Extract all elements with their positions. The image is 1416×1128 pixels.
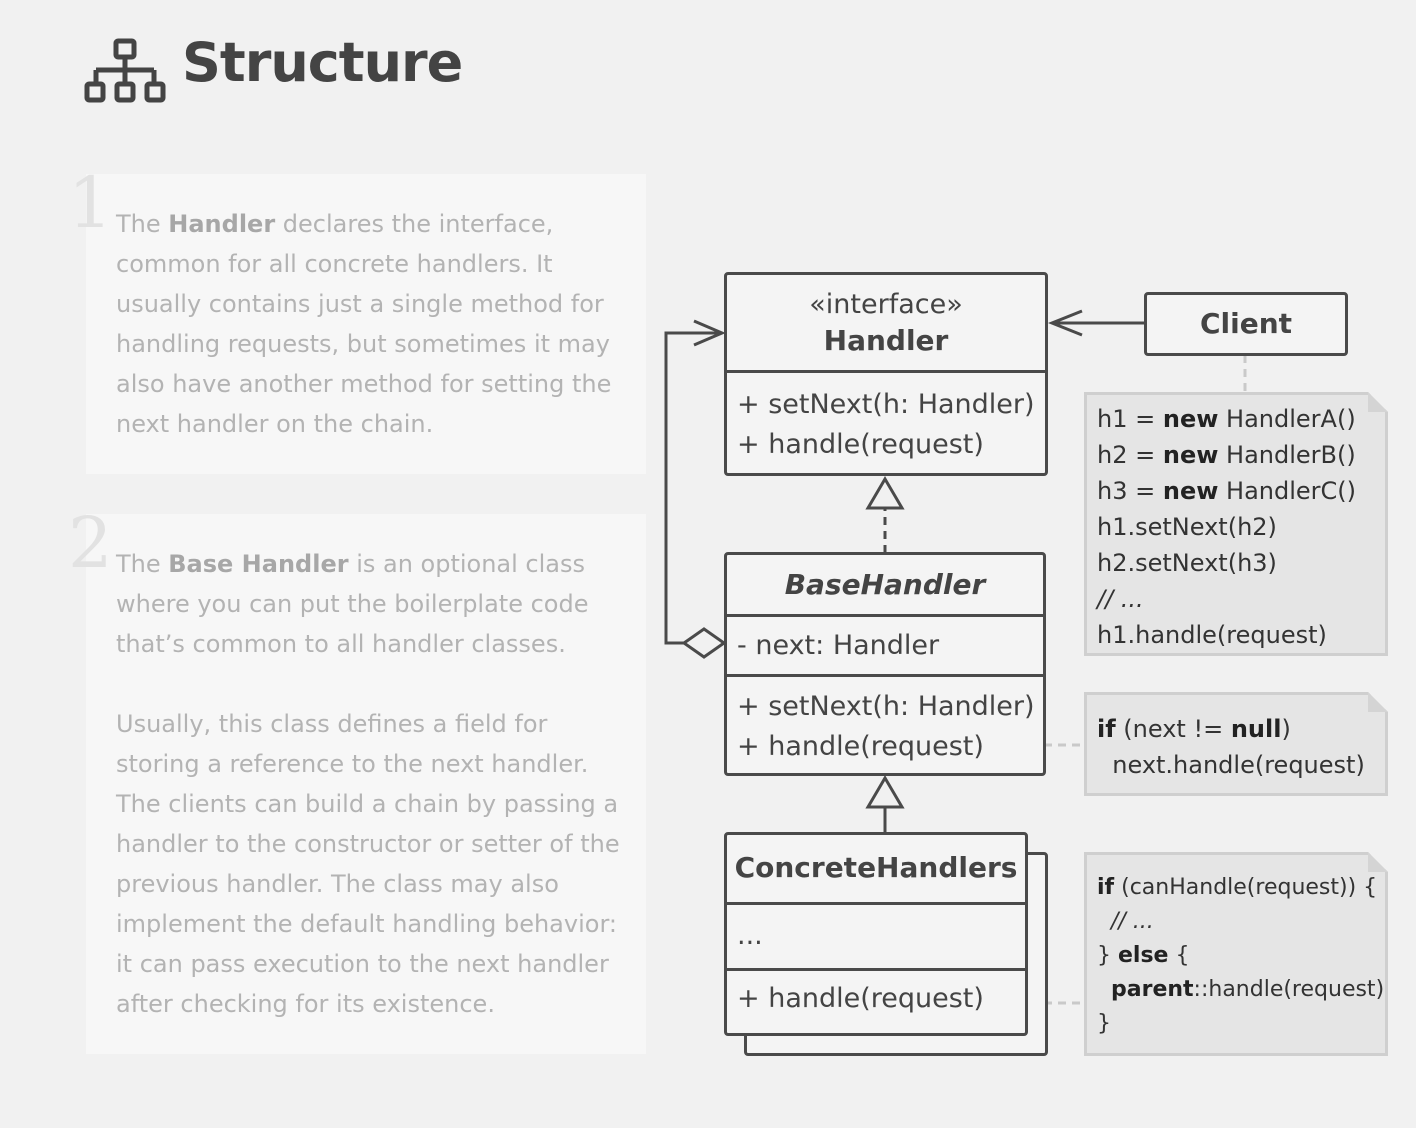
text-run [1097, 977, 1111, 1002]
text-run: h2 = [1097, 441, 1163, 469]
text-run: Handler [168, 210, 276, 238]
client-code-note: h1 = new HandlerA()h2 = new HandlerB()h3… [1084, 392, 1388, 656]
concrete-handlers-box: ConcreteHandlers ... + handle(request) [724, 832, 1028, 1036]
realization-triangle [865, 476, 905, 510]
text-run: ) [1281, 715, 1291, 743]
code-line: // ... [1097, 581, 1385, 617]
aggregation-diamond [681, 627, 727, 659]
class-name: Handler [823, 324, 949, 357]
panel-text: The Base Handler is an optional class wh… [116, 544, 631, 1024]
hierarchy-icon [84, 38, 166, 103]
code-line: h2 = new HandlerB() [1097, 437, 1385, 473]
text-run: The [116, 210, 169, 238]
code-line: if (next != null) [1097, 711, 1385, 747]
text-run: declares the interface, common for all c… [116, 210, 612, 438]
concrete-header: ConcreteHandlers [727, 835, 1025, 905]
method: + setNext(h: Handler) [737, 691, 1035, 722]
step-number: 1 [68, 162, 113, 244]
code-line: h1.handle(request) [1097, 617, 1385, 653]
text-run: HandlerC() [1218, 477, 1357, 505]
class-name: Client [1199, 307, 1293, 340]
base-handler-methods: + setNext(h: Handler) + handle(request) [727, 677, 1043, 767]
concrete-methods: + handle(request) [727, 971, 1025, 1019]
concrete-fields: ... [727, 905, 1025, 971]
client-association-arrow [1047, 309, 1083, 337]
client-box: Client [1144, 292, 1348, 356]
text-run: } [1097, 1011, 1111, 1036]
aggregation-line [664, 331, 720, 645]
text-run: else [1118, 943, 1169, 968]
method: + handle(request) [737, 983, 984, 1014]
text-run: h2.setNext(h3) [1097, 549, 1277, 577]
code-line: parent::handle(request) [1097, 973, 1385, 1007]
base-handler-fields: - next: Handler [727, 617, 1043, 677]
inheritance-triangle [865, 775, 905, 809]
stereotype-label: «interface» [809, 289, 963, 320]
panel-paragraph: The Base Handler is an optional class wh… [116, 544, 631, 664]
text-run: } [1097, 943, 1118, 968]
aggregation-arrow [693, 319, 726, 347]
description-panel-2: 2 The Base Handler is an optional class … [68, 508, 646, 1054]
text-run: h1.setNext(h2) [1097, 513, 1277, 541]
panel-paragraph: Usually, this class defines a field for … [116, 710, 620, 1018]
text-run: h1.handle(request) [1097, 621, 1327, 649]
text-run: if [1097, 715, 1116, 743]
panel-text: The Handler declares the interface, comm… [116, 204, 631, 444]
note-fold-icon [1368, 392, 1388, 412]
code-line: // ... [1097, 905, 1385, 939]
step-number: 2 [68, 502, 113, 584]
method: + setNext(h: Handler) [737, 389, 1035, 420]
code-lines: if (canHandle(request)) { // ...} else {… [1097, 871, 1385, 1041]
concrete-handler-code-note: if (canHandle(request)) { // ...} else {… [1084, 852, 1388, 1056]
page-title: Structure [182, 31, 463, 94]
base-handler-code-note: if (next != null) next.handle(request) [1084, 692, 1388, 796]
note-fold-icon [1368, 852, 1388, 872]
text-run: null [1230, 715, 1282, 743]
code-lines: if (next != null) next.handle(request) [1097, 711, 1385, 783]
text-run: Base Handler [168, 550, 349, 578]
description-panel-1: 1 The Handler declares the interface, co… [68, 168, 646, 474]
text-run: h3 = [1097, 477, 1163, 505]
code-lines: h1 = new HandlerA()h2 = new HandlerB()h3… [1097, 401, 1385, 653]
class-name: BaseHandler [784, 568, 986, 601]
method: + handle(request) [737, 429, 984, 460]
note-fold-icon [1368, 692, 1388, 712]
code-line: } [1097, 1007, 1385, 1041]
code-line: h2.setNext(h3) [1097, 545, 1385, 581]
text-run: h1 = [1097, 405, 1163, 433]
text-run: parent [1111, 977, 1194, 1002]
text-run: if [1097, 875, 1115, 900]
field: - next: Handler [737, 630, 940, 661]
code-line: if (canHandle(request)) { [1097, 871, 1385, 905]
method: + handle(request) [737, 731, 984, 762]
handler-header: «interface» Handler [727, 275, 1045, 373]
class-name: ConcreteHandlers [734, 851, 1018, 884]
text-run: next.handle(request) [1097, 751, 1365, 779]
base-handler-header: BaseHandler [727, 555, 1043, 617]
code-line: } else { [1097, 939, 1385, 973]
base-handler-box: BaseHandler - next: Handler + setNext(h:… [724, 552, 1046, 776]
text-run: // ... [1097, 585, 1144, 613]
text-run: HandlerB() [1218, 441, 1356, 469]
code-line: h3 = new HandlerC() [1097, 473, 1385, 509]
code-line: h1.setNext(h2) [1097, 509, 1385, 545]
text-run: // ... [1097, 909, 1154, 934]
text-run: HandlerA() [1218, 405, 1356, 433]
text-run: { [1168, 943, 1190, 968]
handler-methods: + setNext(h: Handler) + handle(request) [727, 373, 1045, 465]
text-run: new [1162, 441, 1219, 469]
handler-interface-box: «interface» Handler + setNext(h: Handler… [724, 272, 1048, 476]
text-run: new [1162, 477, 1219, 505]
field: ... [737, 920, 763, 951]
text-run: new [1162, 405, 1219, 433]
text-run: The [116, 550, 169, 578]
text-run: is an optional class where you can put t… [116, 550, 589, 658]
text-run: ::handle(request) [1193, 977, 1385, 1002]
code-line: next.handle(request) [1097, 747, 1385, 783]
text-run: (next != [1115, 715, 1231, 743]
text-run: (canHandle(request)) { [1114, 875, 1378, 900]
code-line: h1 = new HandlerA() [1097, 401, 1385, 437]
